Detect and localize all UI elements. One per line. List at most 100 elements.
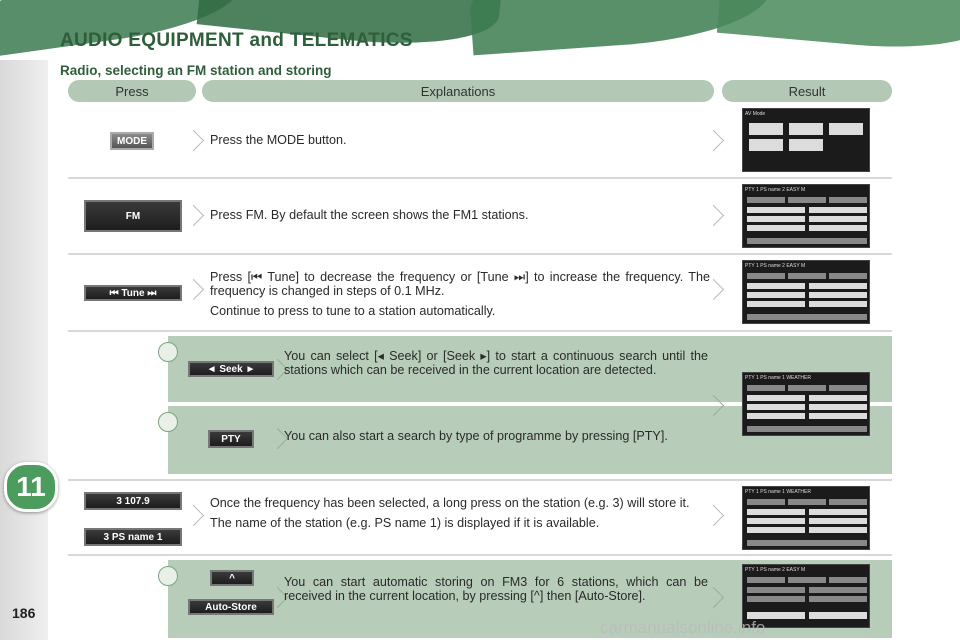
screen-tab bbox=[747, 499, 785, 505]
row-chevron bbox=[182, 129, 205, 152]
result-screen-mode: AV Mode bbox=[742, 108, 870, 172]
row-explanation: You can also start a search by type of p… bbox=[284, 429, 708, 449]
header-band bbox=[0, 0, 960, 60]
screen-preset bbox=[809, 395, 867, 401]
screen-preset bbox=[809, 413, 867, 419]
explanation-text: Continue to press to tune to a station a… bbox=[210, 304, 496, 318]
row-explanation: You can select [◂ Seek] or [Seek ▸] to s… bbox=[284, 349, 708, 383]
explanation-text: Press [⏮ Tune] to decrease the frequency… bbox=[210, 270, 710, 298]
screen-tab bbox=[829, 385, 867, 391]
row-explanation: Press the MODE button. bbox=[210, 133, 710, 153]
result-screen-auto-store: PTY 1 PS name 2 EASY M bbox=[742, 564, 870, 628]
column-header-explanations: Explanations bbox=[202, 80, 714, 102]
row-divider bbox=[68, 479, 892, 481]
screen-preset bbox=[809, 527, 867, 533]
screen-tab bbox=[747, 197, 785, 203]
screen-preset bbox=[809, 596, 867, 602]
chapter-tab: 11 bbox=[4, 462, 58, 512]
screen-footer bbox=[747, 426, 867, 432]
screen-button-cd bbox=[749, 139, 783, 151]
column-header-result: Result bbox=[722, 80, 892, 102]
leaf-decoration bbox=[716, 0, 960, 58]
screen-tab bbox=[747, 577, 785, 583]
seek-button-image: ◄ Seek ► bbox=[188, 361, 274, 377]
page-title: AUDIO EQUIPMENT and TELEMATICS bbox=[60, 30, 413, 51]
screen-footer bbox=[747, 238, 867, 244]
screen-tab bbox=[788, 577, 826, 583]
screen-status-bar: PTY 1 PS name 1 WEATHER bbox=[745, 489, 811, 495]
screen-button-music-server bbox=[789, 139, 823, 151]
mode-button-image: MODE bbox=[110, 132, 154, 150]
screen-tab bbox=[829, 499, 867, 505]
screen-preset bbox=[747, 225, 805, 231]
screen-preset bbox=[747, 292, 805, 298]
screen-preset bbox=[747, 587, 805, 593]
tune-button-image: ⏮ Tune ⏭ bbox=[84, 285, 182, 301]
screen-tab bbox=[788, 197, 826, 203]
result-screen-fm1: PTY 1 PS name 2 EASY M bbox=[742, 184, 870, 248]
screen-preset bbox=[747, 283, 805, 289]
screen-preset bbox=[809, 292, 867, 298]
explanation-text: Press the MODE button. bbox=[210, 133, 347, 147]
row-divider bbox=[68, 253, 892, 255]
screen-preset bbox=[747, 301, 805, 307]
explanation-text: You can select [◂ Seek] or [Seek ▸] to s… bbox=[284, 349, 708, 377]
screen-preset bbox=[809, 301, 867, 307]
tip-icon bbox=[158, 412, 178, 432]
screen-status-bar: PTY 1 PS name 2 EASY M bbox=[745, 567, 806, 573]
screen-preset bbox=[747, 518, 805, 524]
section-title: Radio, selecting an FM station and stori… bbox=[60, 63, 332, 78]
tip-icon bbox=[158, 342, 178, 362]
page-number: 186 bbox=[12, 605, 36, 621]
screen-preset bbox=[809, 207, 867, 213]
screen-title: AV Mode bbox=[745, 111, 766, 117]
fm-button-image: FM bbox=[84, 200, 182, 232]
row-explanation: Press FM. By default the screen shows th… bbox=[210, 208, 710, 228]
column-header-press: Press bbox=[68, 80, 196, 102]
screen-preset bbox=[747, 207, 805, 213]
tip-icon bbox=[158, 566, 178, 586]
row-explanation: Press [⏮ Tune] to decrease the frequency… bbox=[210, 270, 710, 324]
watermark: carmanualsonline.info bbox=[600, 618, 766, 637]
screen-preset bbox=[747, 596, 805, 602]
explanation-text: Once the frequency has been selected, a … bbox=[210, 496, 690, 510]
screen-tab bbox=[788, 273, 826, 279]
screen-status-bar: PTY 1 PS name 2 EASY M bbox=[745, 263, 806, 269]
screen-status-bar: PTY 1 PS name 2 EASY M bbox=[745, 187, 806, 193]
screen-footer bbox=[747, 314, 867, 320]
row-chevron bbox=[182, 504, 205, 527]
screen-preset bbox=[809, 509, 867, 515]
screen-button-lw bbox=[829, 123, 863, 135]
row-divider bbox=[68, 554, 892, 556]
screen-preset bbox=[809, 225, 867, 231]
explanation-text: The name of the station (e.g. PS name 1)… bbox=[210, 516, 600, 530]
screen-preset bbox=[809, 216, 867, 222]
explanation-text: You can also start a search by type of p… bbox=[284, 429, 668, 443]
row-chevron bbox=[182, 278, 205, 301]
screen-footer-button bbox=[809, 612, 867, 619]
result-screen-tune: PTY 1 PS name 2 EASY M bbox=[742, 260, 870, 324]
screen-tab bbox=[829, 577, 867, 583]
screen-tab bbox=[829, 273, 867, 279]
screen-preset bbox=[747, 216, 805, 222]
left-margin-bar bbox=[0, 60, 48, 640]
screen-tab bbox=[747, 273, 785, 279]
screen-preset bbox=[747, 413, 805, 419]
screen-button-fm bbox=[749, 123, 783, 135]
screen-preset bbox=[809, 518, 867, 524]
explanation-text: You can start automatic storing on FM3 f… bbox=[284, 575, 708, 603]
screen-preset bbox=[809, 404, 867, 410]
row-explanation: You can start automatic storing on FM3 f… bbox=[284, 575, 708, 609]
explanation-text: Press FM. By default the screen shows th… bbox=[210, 208, 529, 222]
preset-frequency-image: 3 107.9 bbox=[84, 492, 182, 510]
preset-name-image: 3 PS name 1 bbox=[84, 528, 182, 546]
screen-button-mw bbox=[789, 123, 823, 135]
screen-preset bbox=[809, 587, 867, 593]
screen-tab bbox=[788, 499, 826, 505]
result-screen-seek: PTY 1 PS name 1 WEATHER bbox=[742, 372, 870, 436]
screen-footer-button bbox=[747, 612, 805, 619]
screen-preset bbox=[747, 527, 805, 533]
screen-preset bbox=[747, 404, 805, 410]
screen-footer bbox=[747, 540, 867, 546]
screen-tab bbox=[747, 385, 785, 391]
